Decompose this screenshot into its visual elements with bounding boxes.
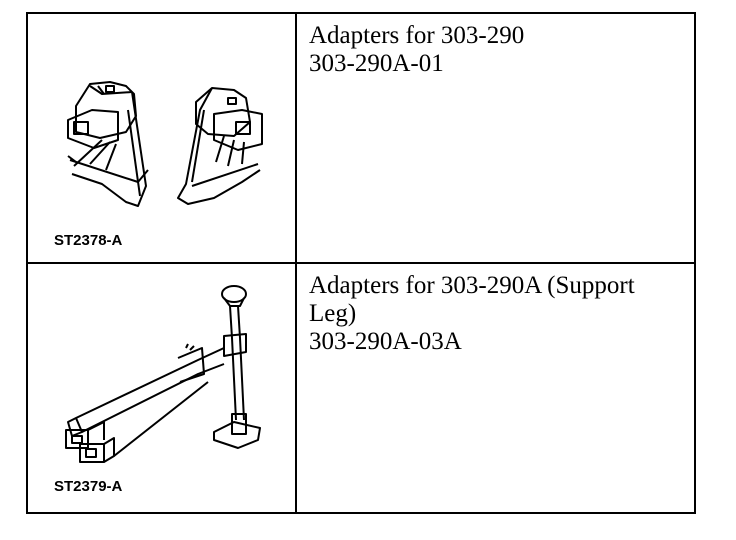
description-cell-2: Adapters for 303-290A (Support Leg) 303-…	[297, 264, 694, 512]
support-leg-icon	[65, 285, 261, 463]
part-number: 303-290A-03A	[309, 328, 462, 355]
figure-code-label: ST2378-A	[54, 232, 123, 249]
illustration-cell-1: ST2378-A	[28, 14, 297, 264]
tool-title: Adapters for 303-290A (Support Leg)	[309, 272, 635, 327]
description-cell-1: Adapters for 303-290 303-290A-01	[297, 14, 694, 264]
tool-title: Adapters for 303-290	[309, 22, 525, 49]
tool-table: ST2378-A Adapters for 303-290 303-290A-0…	[26, 12, 696, 514]
figure-code-label: ST2379-A	[54, 478, 123, 495]
part-number: 303-290A-01	[309, 50, 444, 77]
adapter-brackets-icon	[67, 81, 263, 207]
illustration-cell-2: ST2379-A	[28, 264, 297, 512]
